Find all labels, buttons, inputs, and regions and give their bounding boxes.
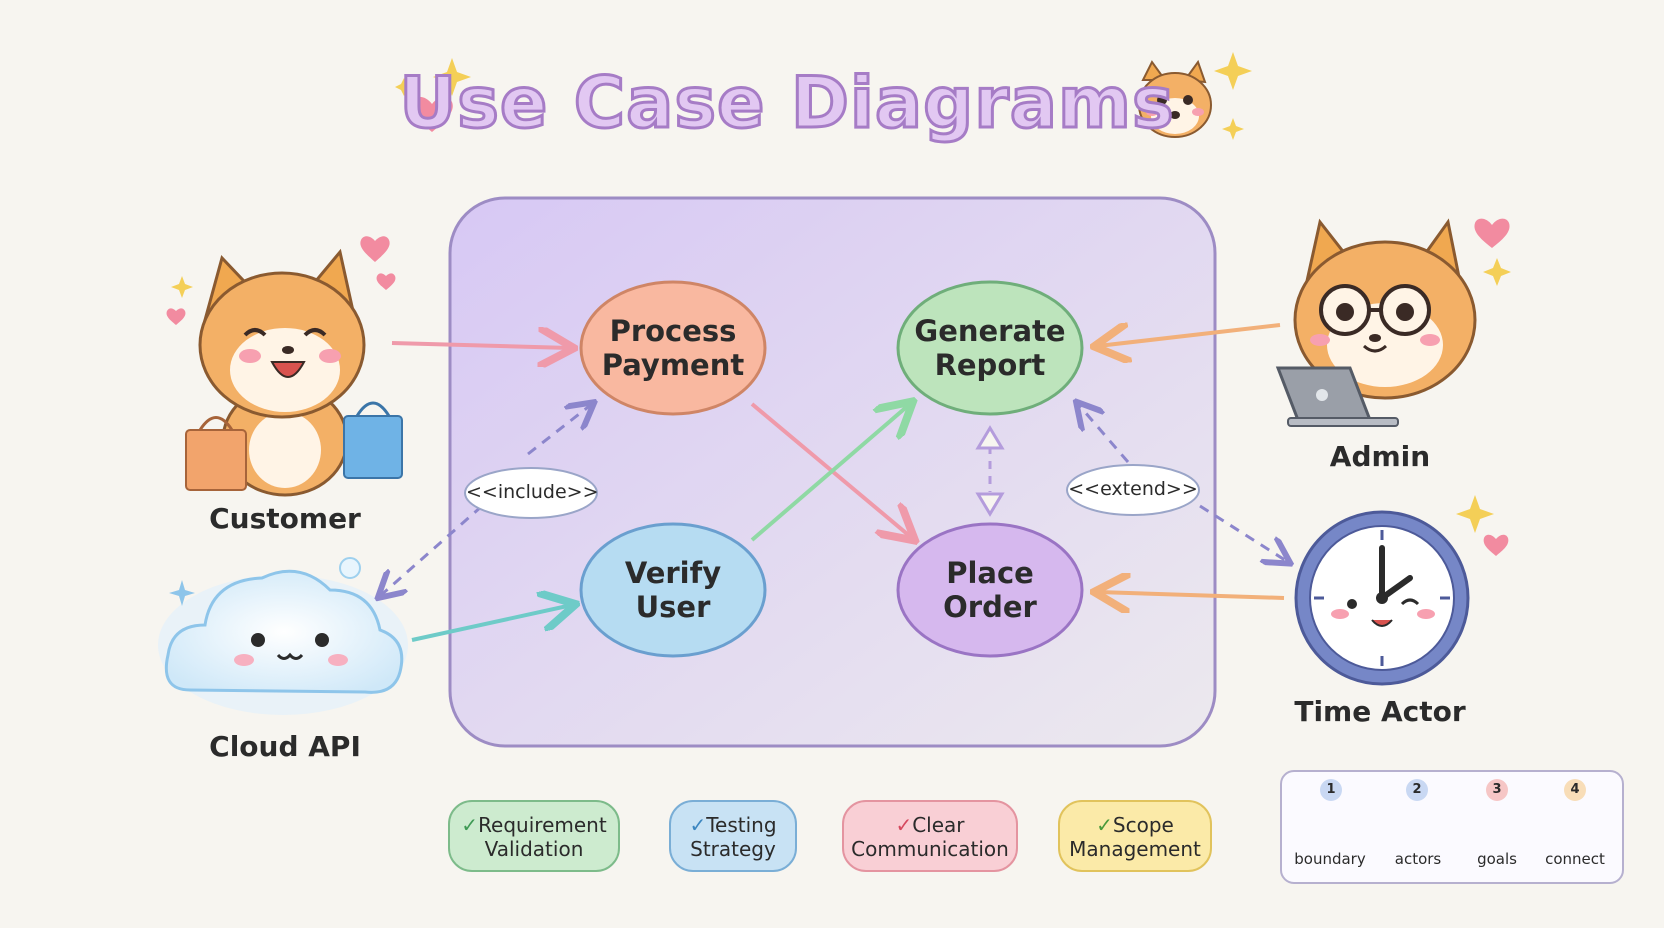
include-to-cloud-dashed: [380, 504, 483, 596]
use-case-label-line1: Generate: [914, 314, 1066, 348]
use-case-label-line2: Order: [943, 590, 1037, 624]
check-icon: ✓: [461, 813, 479, 837]
use-case-label-line2: Payment: [601, 348, 745, 382]
use-case-verify-user[interactable]: Verify User: [583, 556, 763, 624]
use-case-process-payment[interactable]: Process Payment: [583, 314, 763, 382]
check-icon: ✓: [689, 813, 707, 837]
cloud-to-verify-arrow: [411, 605, 572, 642]
actor-time-label: Time Actor: [1294, 695, 1466, 728]
heart-icon: [166, 96, 1510, 556]
benefit-line1: Testing: [706, 813, 777, 837]
customer-to-payment-arrow: [391, 343, 570, 348]
check-icon: ✓: [895, 813, 913, 837]
sparkle-icon: [171, 52, 1511, 533]
cloud-illustration: [158, 557, 408, 715]
benefit-clear-communication: ✓Clear Communication: [842, 800, 1018, 872]
actor-admin-label: Admin: [1329, 440, 1431, 473]
use-case-label-line1: Place: [946, 556, 1034, 590]
process-payment-ellipse: [579, 280, 767, 416]
actor-cloud-api-label: Cloud API: [209, 730, 361, 763]
use-case-label-line1: Verify: [624, 556, 722, 590]
actor-customer-label: Customer: [209, 502, 361, 535]
extend-bubble: [1066, 464, 1200, 516]
page-title: Use Case Diagrams: [0, 61, 1664, 146]
benefit-line1: Scope: [1112, 813, 1174, 837]
benefit-line1: Requirement: [478, 813, 607, 837]
extend-to-report-dashed: [1078, 404, 1130, 463]
admin-shiba-illustration: [1275, 218, 1477, 427]
page-title-text: Use Case Diagrams: [398, 61, 1175, 146]
use-case-generate-report[interactable]: Generate Report: [900, 314, 1080, 382]
legend-step-4-number: 4: [1564, 779, 1586, 801]
legend-step-2-number: 2: [1406, 779, 1428, 801]
benefit-line2: Communication: [851, 837, 1009, 861]
legend-step-3-number: 3: [1486, 779, 1508, 801]
customer-shiba-illustration: [185, 248, 403, 497]
verify-to-report-arrow: [750, 404, 910, 542]
generate-report-ellipse: [896, 280, 1084, 416]
use-case-label-line2: Report: [934, 348, 1046, 382]
check-icon: ✓: [1096, 813, 1113, 837]
legend-step-1-number: 1: [1320, 779, 1342, 801]
use-case-label-line2: User: [635, 590, 711, 624]
admin-to-report-arrow: [1098, 325, 1281, 346]
benefit-line2: Management: [1069, 837, 1201, 861]
include-label: <<include>>: [466, 481, 599, 503]
include-to-payment-dashed: [527, 404, 592, 456]
benefit-requirement-validation: ✓Requirement Validation: [448, 800, 620, 872]
benefit-scope-management: ✓Scope Management: [1058, 800, 1212, 872]
benefit-line2: Validation: [484, 837, 584, 861]
place-order-ellipse: [896, 522, 1084, 658]
benefit-line1: Clear: [912, 813, 965, 837]
use-case-place-order[interactable]: Place Order: [900, 556, 1080, 624]
include-bubble: [464, 467, 598, 519]
time-to-order-arrow: [1098, 592, 1285, 598]
benefit-line2: Strategy: [690, 837, 776, 861]
benefit-testing-strategy: ✓Testing Strategy: [669, 800, 797, 872]
legend-step-4-label: connect: [1545, 850, 1605, 868]
use-case-label-line1: Process: [609, 314, 737, 348]
legend-step-1-label: boundary: [1294, 850, 1366, 868]
shiba-face-icon: [1138, 59, 1212, 138]
legend-step-2-label: actors: [1394, 850, 1442, 868]
legend-step-3-label: goals: [1477, 850, 1517, 868]
clock-illustration: [1294, 510, 1470, 686]
extend-label: <<extend>>: [1068, 478, 1198, 500]
